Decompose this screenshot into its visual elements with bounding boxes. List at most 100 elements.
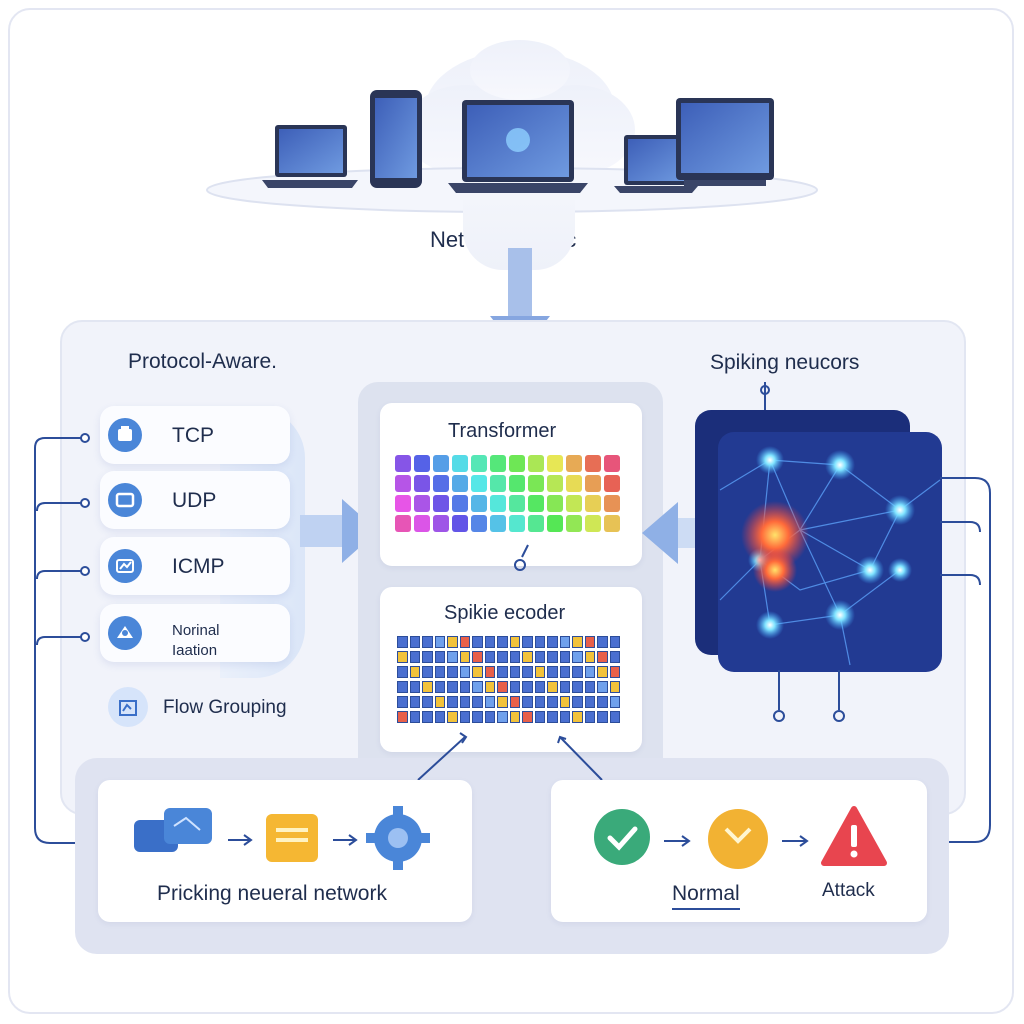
protocol-item-udp[interactable]: UDP	[100, 471, 290, 529]
transformer-cell	[509, 475, 525, 492]
spike-cell	[584, 681, 595, 693]
spike-cell	[484, 651, 495, 663]
pipeline-label: Pricking neueral network	[157, 882, 387, 905]
transformer-cell	[509, 455, 525, 472]
transformer-cell	[547, 455, 563, 472]
transformer-cell	[547, 495, 563, 512]
spike-cell	[509, 711, 520, 723]
spiking-neurons-visual	[695, 410, 942, 672]
transformer-cell	[452, 515, 468, 532]
spike-cell	[522, 636, 533, 648]
neuron-top-hook	[760, 382, 770, 410]
spike-cell	[522, 711, 533, 723]
outer-frame	[8, 8, 1014, 1014]
spike-cell	[522, 696, 533, 708]
spike-cell	[434, 666, 445, 678]
spike-cell	[484, 696, 495, 708]
transformer-cell	[585, 495, 601, 512]
tcp-icon	[108, 418, 142, 452]
phone-icon	[370, 90, 422, 188]
transformer-cell	[528, 515, 544, 532]
spike-cell	[434, 681, 445, 693]
spike-cell	[547, 651, 558, 663]
spike-cell	[609, 651, 620, 663]
protocol-label-icmp: ICMP	[172, 555, 225, 578]
spike-cell	[422, 681, 433, 693]
spiking-neurons-title: Spiking neucors	[710, 351, 860, 374]
transformer-grid	[395, 455, 630, 539]
spike-cell	[534, 696, 545, 708]
warning-circle-icon	[708, 809, 768, 869]
spike-cell	[509, 666, 520, 678]
transformer-cell	[566, 515, 582, 532]
transformer-cell	[414, 495, 430, 512]
spike-cell	[409, 711, 420, 723]
laptop-icon	[448, 100, 588, 193]
spike-cell	[559, 696, 570, 708]
right-arrow-icon	[300, 499, 378, 563]
transformer-cell	[433, 455, 449, 472]
protocol-label-normalization-1: Norinal	[172, 622, 220, 639]
spike-encoder-title: Spikie ecoder	[444, 602, 566, 624]
spike-cell	[534, 711, 545, 723]
protocol-item-tcp[interactable]: TCP	[100, 406, 290, 464]
protocol-aware-title: Protocol-Aware.	[128, 350, 278, 373]
spike-cell	[547, 681, 558, 693]
protocol-item-normalization[interactable]: Norinal Iaation	[100, 604, 290, 662]
transformer-cell	[604, 455, 620, 472]
spike-cell	[422, 636, 433, 648]
transformer-cell	[490, 495, 506, 512]
spike-cell	[572, 681, 583, 693]
spike-cell	[497, 636, 508, 648]
transformer-cell	[395, 475, 411, 492]
transformer-cell	[547, 475, 563, 492]
transformer-cell	[585, 475, 601, 492]
spike-cell	[459, 666, 470, 678]
spike-cell	[409, 636, 420, 648]
spike-cell	[447, 666, 458, 678]
spike-cell	[609, 711, 620, 723]
spike-cell	[559, 651, 570, 663]
spike-cell	[597, 636, 608, 648]
spike-cell	[459, 681, 470, 693]
neuron-output-hooks	[773, 670, 845, 722]
spike-cell	[584, 636, 595, 648]
spike-cell	[422, 666, 433, 678]
spike-cell	[609, 666, 620, 678]
transformer-cell	[395, 455, 411, 472]
normal-label: Normal	[672, 882, 740, 910]
transformer-cell	[566, 475, 582, 492]
icmp-icon	[108, 549, 142, 583]
spike-cell	[609, 681, 620, 693]
flow-grouping-label: Flow Grouping	[163, 697, 287, 718]
spike-cell	[509, 636, 520, 648]
transformer-cell	[604, 475, 620, 492]
spike-cell	[572, 696, 583, 708]
spike-cell	[397, 636, 408, 648]
transformer-cell	[414, 475, 430, 492]
flow-grouping-icon	[108, 687, 148, 727]
protocol-label-udp: UDP	[172, 489, 217, 512]
transformer-cell	[471, 495, 487, 512]
spike-cell	[497, 651, 508, 663]
encoder-block-icon	[266, 814, 318, 862]
spike-cell	[597, 681, 608, 693]
spike-cell	[484, 681, 495, 693]
transformer-cell	[547, 515, 563, 532]
spike-cell	[459, 696, 470, 708]
transformer-cell	[585, 515, 601, 532]
udp-icon	[108, 483, 142, 517]
spike-cell	[422, 696, 433, 708]
spike-cell	[509, 651, 520, 663]
transformer-cell	[471, 455, 487, 472]
transformer-cell	[471, 475, 487, 492]
spike-cell	[572, 666, 583, 678]
network-traffic-scene	[200, 30, 830, 230]
spike-cell	[597, 651, 608, 663]
spike-cell	[447, 711, 458, 723]
spike-cell	[409, 681, 420, 693]
protocol-item-icmp[interactable]: ICMP	[100, 537, 290, 595]
transformer-cell	[509, 515, 525, 532]
spike-cell	[522, 666, 533, 678]
spike-cell	[509, 681, 520, 693]
